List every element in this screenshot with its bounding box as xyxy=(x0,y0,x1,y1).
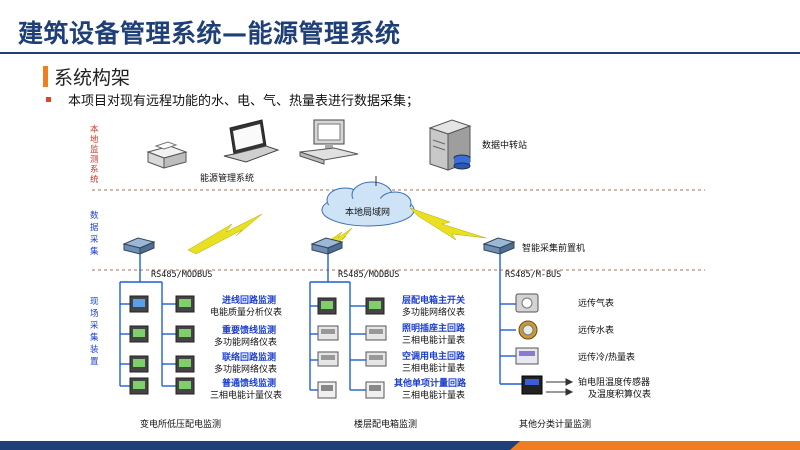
meter-icon xyxy=(129,295,195,395)
device-label: 铂电阻温度传感器 xyxy=(578,376,650,388)
printer-icon xyxy=(146,141,188,169)
bullet-marker xyxy=(46,97,51,102)
gateway-label: 智能采集前置机 xyxy=(522,242,585,254)
layer-label-field: 现 场 采 集 装 置 xyxy=(90,297,99,367)
layer-label-local: 本 地 监 测 系 统 xyxy=(90,124,99,185)
heat-meter-icon xyxy=(515,347,539,365)
lan-cloud-icon xyxy=(321,181,415,227)
slide-title: 建筑设备管理系统—能源管理系统 xyxy=(18,19,401,48)
layer-char: 集 xyxy=(90,246,99,257)
server-icon xyxy=(428,119,472,171)
layer-char: 本 xyxy=(90,124,99,135)
device-title: 联络回路监测 xyxy=(222,351,276,363)
footer-band xyxy=(0,441,800,450)
column-caption: 变电所低压配电监测 xyxy=(140,418,221,430)
device-subtitle: 电能质量分析仪表 xyxy=(210,306,282,318)
sensor-arrows xyxy=(546,378,574,396)
section-heading: 系统构架 xyxy=(54,67,131,89)
network-switch-icon xyxy=(310,237,344,255)
layer-char: 集 xyxy=(90,332,99,343)
gas-meter-icon xyxy=(515,293,539,313)
device-label: 远传气表 xyxy=(578,297,614,309)
layer-char: 装 xyxy=(90,344,99,355)
layer-char: 监 xyxy=(90,144,99,155)
device-subtitle: 三相电能计量表 xyxy=(402,334,465,346)
layer-char: 测 xyxy=(90,155,99,165)
device-label: 及温度积算仪表 xyxy=(588,388,651,400)
network-switch-icon xyxy=(482,237,516,255)
layer-char: 数 xyxy=(90,210,99,221)
layer-char: 采 xyxy=(90,234,99,245)
device-subtitle: 多功能网络仪表 xyxy=(214,336,277,348)
layer-char: 据 xyxy=(90,222,99,233)
device-subtitle: 三相电能计量表 xyxy=(402,362,465,374)
device-title: 层配电箱主开关 xyxy=(402,294,465,306)
water-meter-icon xyxy=(518,320,538,340)
network-switch-icon xyxy=(122,237,156,255)
device-title: 重要馈线监测 xyxy=(222,324,276,336)
layer-char: 置 xyxy=(90,357,99,367)
layer-char: 统 xyxy=(90,174,99,185)
lightning-icon xyxy=(187,213,263,255)
device-title: 空调用电主回路 xyxy=(402,350,466,362)
title-underline xyxy=(0,52,800,54)
bus-label: RS485/MODBUS xyxy=(338,270,399,280)
column-caption: 其他分类计量监测 xyxy=(519,418,591,430)
device-title: 进线回路监测 xyxy=(222,294,276,306)
layer-char: 现 xyxy=(90,297,99,307)
laptop-icon xyxy=(223,119,280,163)
device-title: 其他单项计量回路 xyxy=(394,377,467,389)
device-subtitle: 多功能网络仪表 xyxy=(214,363,277,375)
lan-label: 本地局域网 xyxy=(345,206,390,218)
section-marker xyxy=(43,66,48,87)
layer-char: 采 xyxy=(90,320,99,331)
meter-icon xyxy=(317,297,387,399)
layer-char: 系 xyxy=(90,164,99,175)
bullet-text: 本项目对现有远程功能的水、电、气、热量表进行数据采集； xyxy=(68,94,420,109)
lightning-icon xyxy=(409,207,487,241)
device-subtitle: 三相电能计量表 xyxy=(402,389,465,401)
layer-char: 地 xyxy=(90,134,99,145)
column-caption: 楼层配电箱监测 xyxy=(354,418,417,430)
device-subtitle: 三相电能计量仪表 xyxy=(210,389,282,401)
data-station-label: 数据中转站 xyxy=(482,139,527,151)
device-label: 远传冷/热量表 xyxy=(578,351,635,363)
temperature-controller-icon xyxy=(521,375,543,395)
field-wiring xyxy=(119,254,522,391)
device-subtitle: 多功能网络仪表 xyxy=(402,306,465,318)
desktop-computer-icon xyxy=(299,119,359,165)
layer-label-collect: 数 据 采 集 xyxy=(90,210,99,257)
device-title: 普通馈线监测 xyxy=(222,377,276,389)
device-label: 远传水表 xyxy=(578,324,614,336)
bus-label: RS485/M-BUS xyxy=(505,270,561,280)
layer-char: 场 xyxy=(90,309,99,319)
energy-system-label: 能源管理系统 xyxy=(200,172,254,184)
bus-label: RS485/MODBUS xyxy=(151,270,212,280)
device-title: 照明插座主回路 xyxy=(402,322,466,334)
